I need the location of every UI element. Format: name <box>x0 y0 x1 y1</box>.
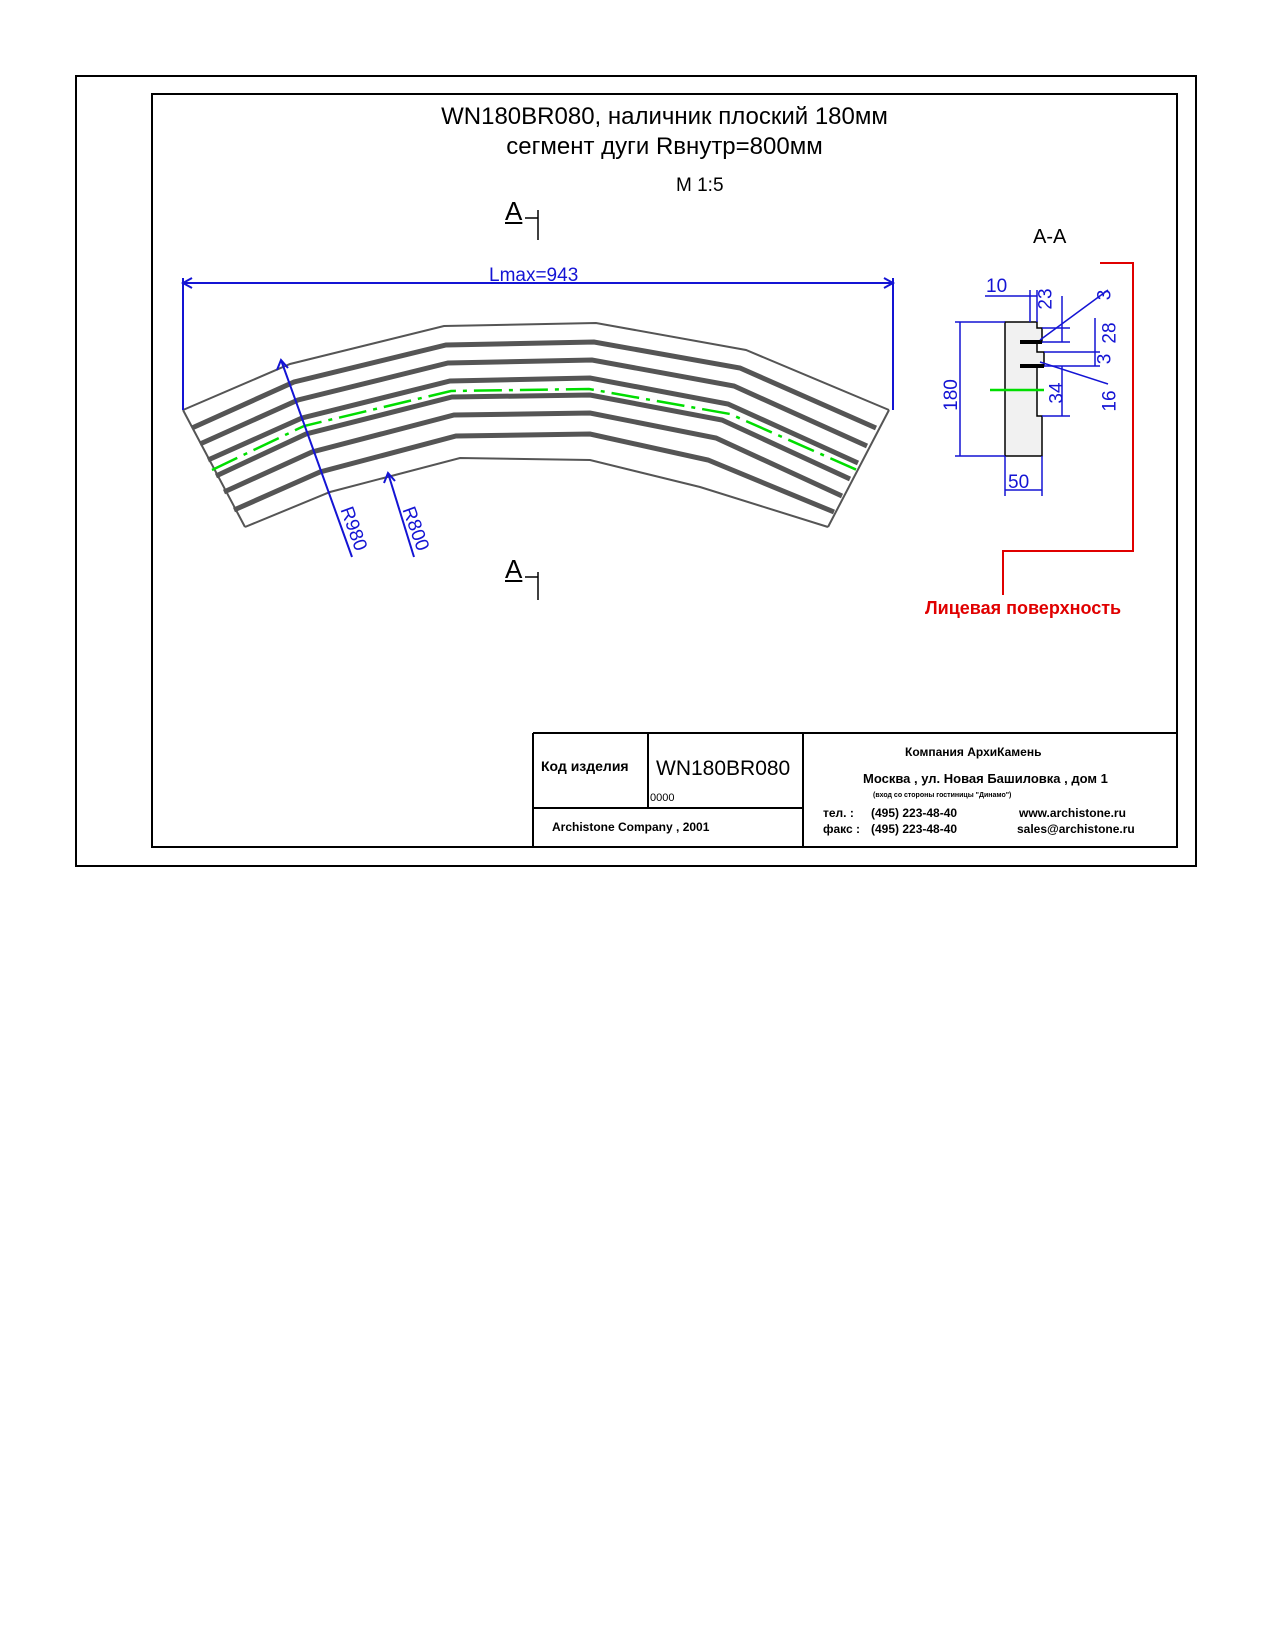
code-value: WN180BR080 <box>656 757 791 780</box>
dimension-180: 180 <box>940 379 962 411</box>
dimension-23: 23 <box>1035 288 1057 310</box>
title-line-2: сегмент дуги Rвнутр=800мм <box>506 133 823 160</box>
code-sub: 0000 <box>650 792 675 804</box>
code-label: Код изделия <box>541 758 629 774</box>
section-dimensions <box>955 289 1109 496</box>
title-line-1: WN180BR080, наличник плоский 180мм <box>441 103 888 130</box>
profile-grooves <box>190 339 878 515</box>
sheet-outer-frame <box>75 75 1197 867</box>
dimension-3-mid: 3 <box>1094 353 1116 365</box>
face-surface-marker <box>1002 262 1134 595</box>
email-link[interactable]: sales@archistone.ru <box>1017 822 1135 836</box>
dimension-16: 16 <box>1099 390 1121 412</box>
dimension-lmax: Lmax=943 <box>489 265 579 286</box>
lmax-dimension <box>180 277 896 410</box>
tel-value: (495) 223-48-40 <box>871 806 958 820</box>
dimension-28: 28 <box>1099 322 1121 344</box>
fax-label: факс : <box>823 822 861 836</box>
dimension-10: 10 <box>986 276 1008 297</box>
section-cut-marks <box>525 210 539 600</box>
section-mark-bottom: А <box>505 554 523 584</box>
dimension-34: 34 <box>1046 382 1068 404</box>
company-address: Москва , ул. Новая Башиловка , дом 1 <box>863 771 1108 786</box>
radius-leaders <box>276 358 415 558</box>
dimension-3-top: 3 <box>1094 289 1116 301</box>
scale-label: М 1:5 <box>676 175 724 196</box>
drawing-frame <box>151 93 1178 848</box>
centerline <box>211 387 858 472</box>
company-name: Компания АрхиКамень <box>905 745 1042 759</box>
title-block-lines <box>532 732 1178 848</box>
web-link[interactable]: www.archistone.ru <box>1019 806 1126 820</box>
copyright: Archistone Company , 2001 <box>552 820 710 834</box>
fax-value: (495) 223-48-40 <box>871 822 958 836</box>
dimension-50: 50 <box>1008 472 1030 493</box>
address-note: (вход со стороны гостиницы "Динамо") <box>873 792 1012 799</box>
face-surface-label: Лицевая поверхность <box>925 598 1122 618</box>
section-mark-top: А <box>505 196 523 226</box>
section-view-label: А-А <box>1033 226 1067 248</box>
tel-label: тел. : <box>823 806 854 820</box>
